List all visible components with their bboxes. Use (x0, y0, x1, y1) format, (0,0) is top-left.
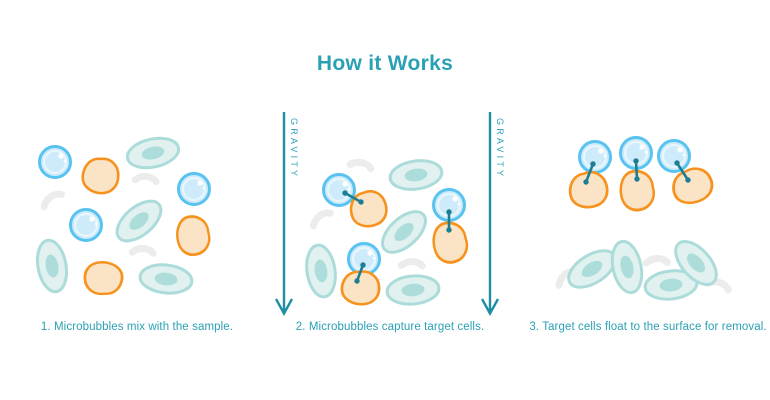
step-2-illustration: GRAVITY GRAVITY (274, 112, 505, 316)
sample-cell-icon (384, 272, 442, 308)
debris-icon (41, 192, 62, 207)
microbubble-icon (177, 172, 211, 206)
bond-link-icon (674, 160, 691, 183)
microbubble-icon (347, 242, 381, 276)
bubble-cell-pair (566, 140, 612, 211)
debris-icon (401, 260, 423, 269)
bubble-cell-pair (618, 136, 657, 213)
sample-cell-icon (32, 236, 72, 296)
bubble-cell-pair (429, 188, 471, 266)
bond-link-icon (633, 158, 640, 182)
bond-link-icon (354, 262, 366, 284)
debris-icon (135, 174, 157, 184)
step-2-caption: 2. Microbubbles capture target cells. (295, 321, 485, 333)
debris-icon (350, 159, 372, 171)
sample-cell-icon (137, 260, 195, 298)
gravity-label-left: GRAVITY (289, 118, 299, 179)
gravity-arrow-left: GRAVITY (274, 112, 299, 316)
microbubble-icon (69, 208, 103, 242)
bond-link-icon (446, 209, 452, 233)
gravity-arrow-right: GRAVITY (480, 112, 505, 316)
target-cell-icon (174, 213, 213, 258)
sample-cell-icon (108, 192, 170, 250)
bond-link-icon (583, 161, 596, 185)
sample-cell-icon (302, 241, 340, 301)
target-cell-icon (339, 268, 382, 307)
step-3-illustration (556, 136, 730, 304)
bubble-cell-pair (339, 242, 382, 307)
step-1-caption: 1. Microbubbles mix with the sample. (40, 321, 234, 333)
microbubble-icon (322, 173, 356, 207)
microbubble-icon (578, 140, 612, 174)
debris-icon (646, 257, 667, 264)
step-1-illustration (32, 132, 213, 298)
bubble-cell-pair (322, 173, 391, 231)
target-cell-icon (79, 154, 122, 197)
debris-icon (311, 210, 332, 225)
microbubble-icon (38, 145, 72, 179)
sample-cell-icon (123, 132, 183, 174)
sample-cell-icon (386, 156, 446, 194)
bond-link-icon (342, 190, 364, 205)
sample-cell-icon (606, 237, 648, 297)
target-cell-icon (82, 259, 125, 298)
debris-icon (132, 247, 154, 256)
bubble-cell-pair (657, 139, 718, 209)
gravity-label-right: GRAVITY (495, 118, 505, 179)
microbubble-icon (657, 139, 691, 173)
page-title: How it Works (316, 52, 454, 75)
step-3-caption: 3. Target cells float to the surface for… (529, 321, 767, 333)
